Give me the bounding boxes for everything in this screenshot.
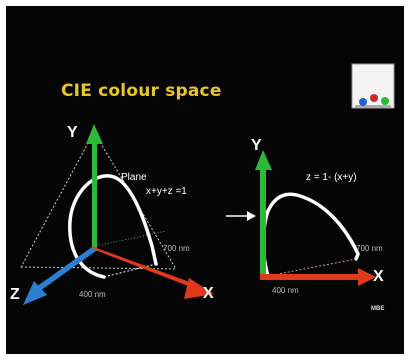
left-700nm-label: 700 nm: [163, 244, 190, 253]
left-3d-diagram: [20, 124, 214, 305]
x-axis-arrowhead: [184, 278, 214, 299]
right-arrow-icon: [226, 211, 256, 221]
left-y-axis-label: Y: [67, 124, 78, 141]
right-y-axis-label: Y: [251, 137, 262, 154]
slide-title: CIE colour space: [61, 81, 222, 101]
x-axis-line-2d: [260, 274, 362, 280]
plane-label: Plane: [121, 172, 147, 183]
spectral-locus: [68, 174, 158, 279]
plane-equation: x+y+z =1: [146, 186, 187, 197]
x-axis-line: [91, 246, 198, 289]
purple-line: [103, 263, 157, 278]
purple-line-2d: [267, 258, 357, 277]
right-400nm-label: 400 nm: [272, 286, 299, 295]
right-x-axis-label: X: [373, 268, 384, 285]
y-axis-arrowhead: [86, 124, 103, 144]
left-x-axis-label: X: [203, 285, 214, 302]
diagram-graphics: [20, 63, 395, 305]
spectral-locus-2d: [261, 192, 360, 278]
left-z-axis-label: Z: [10, 286, 20, 303]
plane-edge-yz: [20, 131, 95, 268]
right-700nm-label: 700 nm: [356, 244, 383, 253]
z-axis-arrowhead: [23, 281, 47, 305]
plane-edge-yx: [93, 131, 177, 270]
footer-mark: MBE: [371, 306, 385, 312]
rgb-spheres-icon: [351, 63, 395, 109]
right-2d-diagram: [255, 150, 376, 286]
y-axis-arrowhead-2d: [255, 150, 272, 170]
x-axis-arrowhead-2d: [358, 268, 376, 286]
y-axis-line: [92, 143, 97, 251]
left-400nm-label: 400 nm: [79, 290, 106, 299]
slide: CIE colour space Y Z X Plane x+y+z =1 70…: [6, 6, 404, 354]
y-axis-line-2d: [260, 168, 266, 278]
right-equation: z = 1- (x+y): [306, 172, 357, 183]
z-axis-line: [36, 247, 96, 291]
